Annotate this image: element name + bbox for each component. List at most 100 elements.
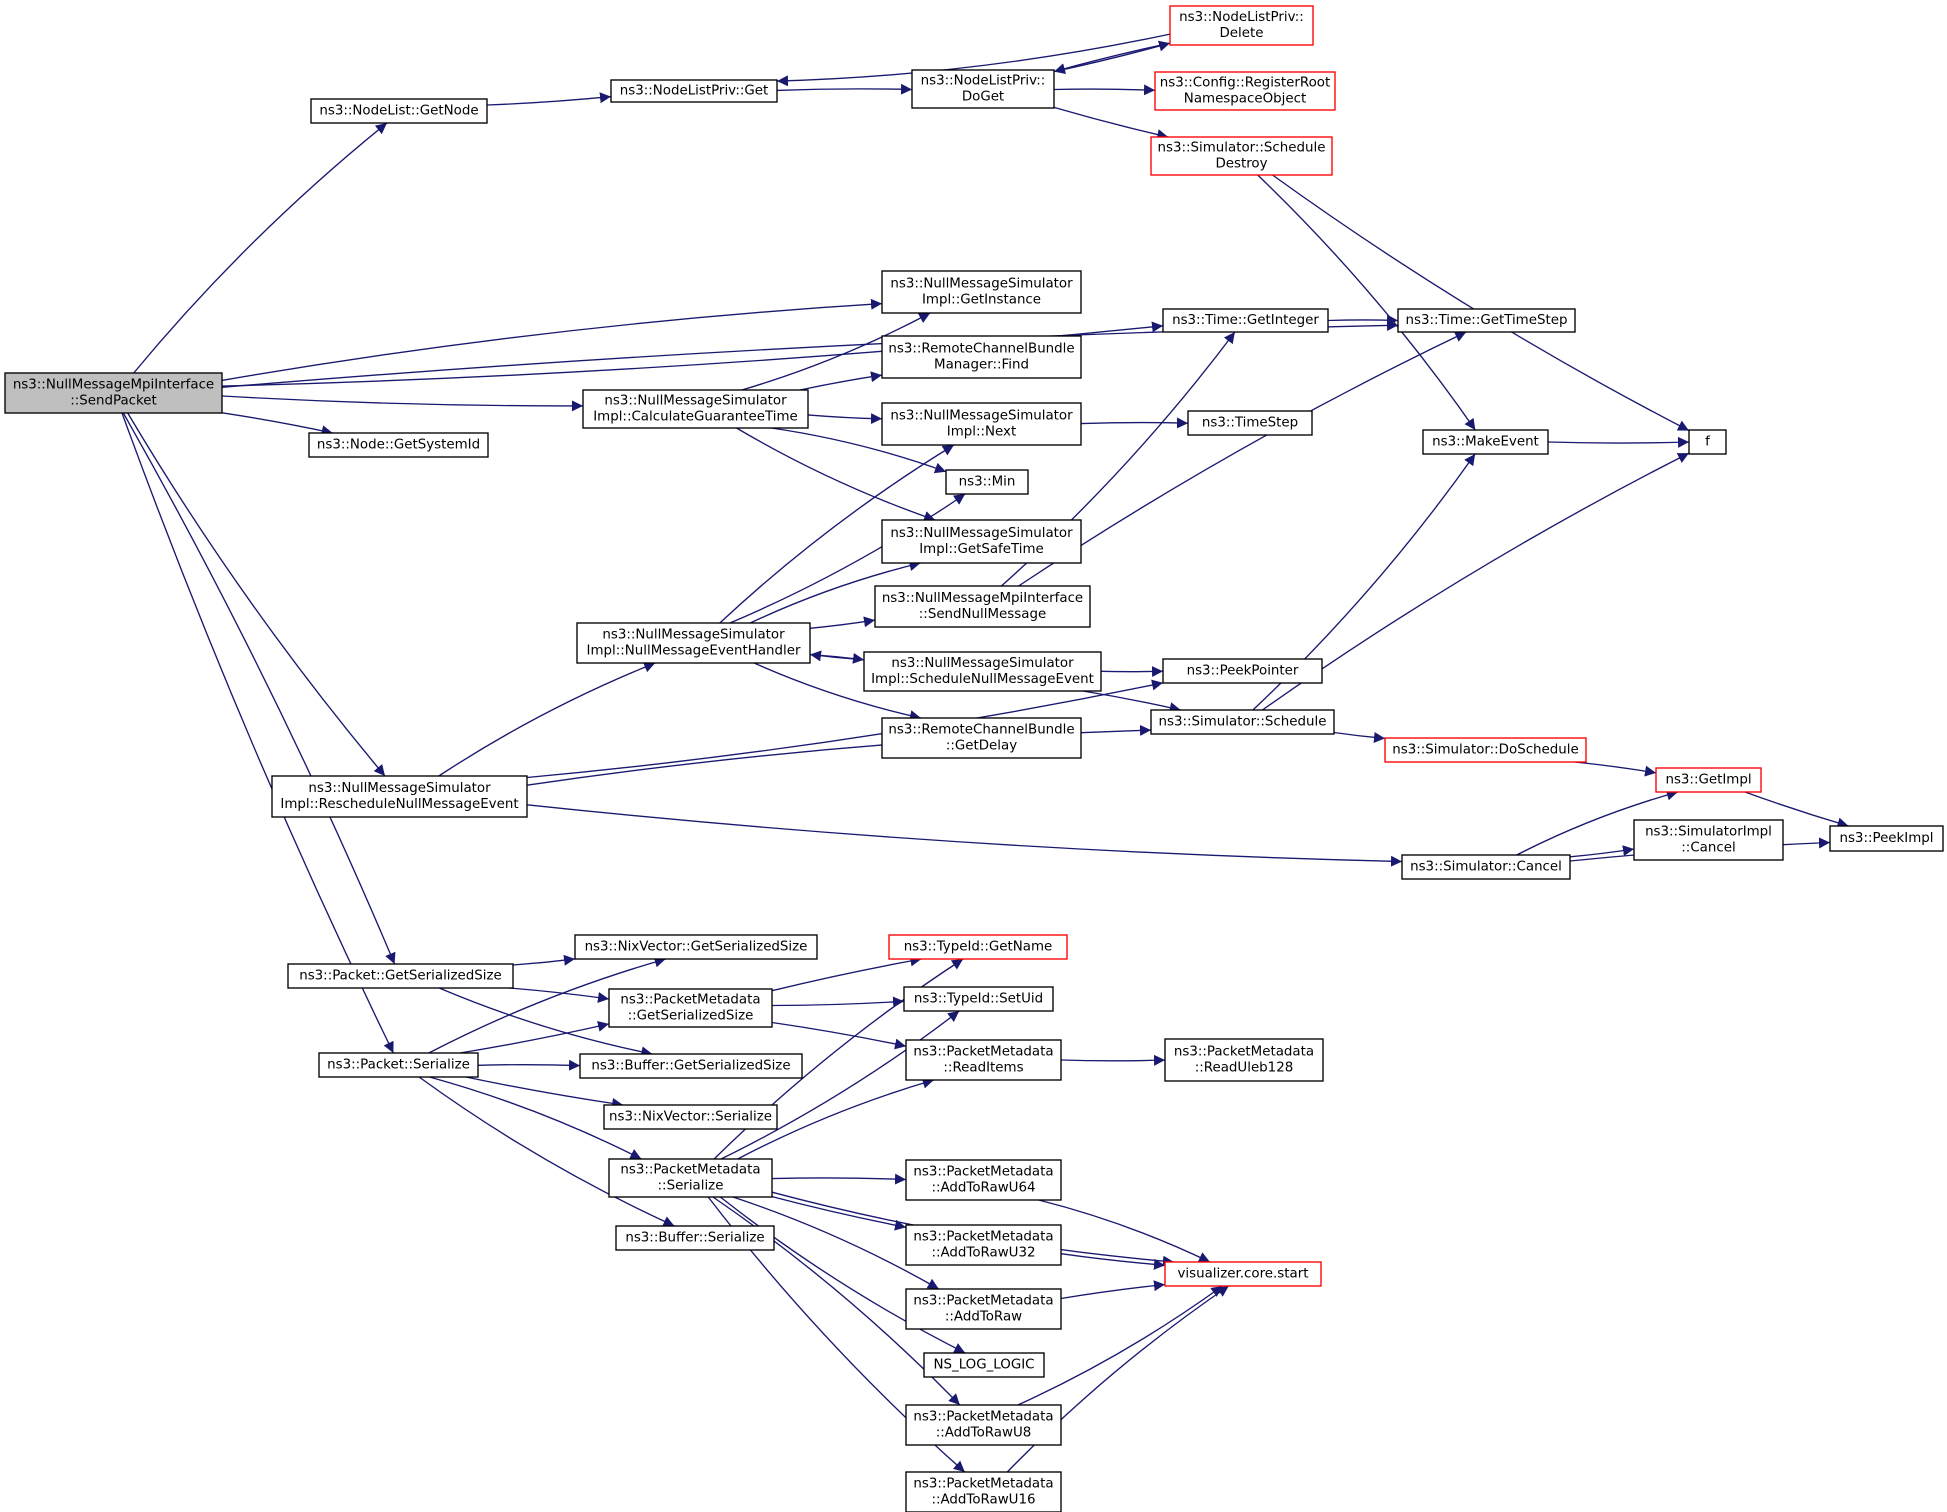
node-box-getsysid[interactable] xyxy=(308,432,489,458)
node-box-nixgetser[interactable] xyxy=(574,934,818,960)
node-pktgetser[interactable]: ns3::Packet::GetSerializedSize xyxy=(287,963,514,989)
node-box-simschedule[interactable] xyxy=(1150,709,1335,735)
node-box-min[interactable] xyxy=(945,469,1029,495)
node-getimpl[interactable]: ns3::GetImpl xyxy=(1655,767,1762,793)
node-box-timegetint[interactable] xyxy=(1162,308,1329,333)
node-sendnullmsg[interactable]: ns3::NullMessageMpiInterface::SendNullMe… xyxy=(874,585,1091,628)
node-box-pmaddu32[interactable] xyxy=(905,1224,1062,1266)
node-getinstance[interactable]: ns3::NullMessageSimulatorImpl::GetInstan… xyxy=(881,270,1082,314)
node-box-getsafetime[interactable] xyxy=(881,519,1082,564)
node-box-root[interactable] xyxy=(4,372,223,414)
node-pmserialize[interactable]: ns3::PacketMetadata::Serialize xyxy=(608,1158,773,1198)
node-nlpdoget[interactable]: ns3::NodeListPriv::DoGet xyxy=(911,69,1055,109)
node-simimplcancel[interactable]: ns3::SimulatorImpl::Cancel xyxy=(1633,819,1784,861)
node-box-doschedule[interactable] xyxy=(1384,737,1587,763)
node-box-resched[interactable] xyxy=(271,775,528,818)
node-pmreaditems[interactable]: ns3::PacketMetadata::ReadItems xyxy=(905,1039,1062,1081)
node-box-peekimpl[interactable] xyxy=(1829,825,1944,852)
node-bufgetser[interactable]: ns3::Buffer::GetSerializedSize xyxy=(579,1053,803,1079)
node-box-typeidgetname[interactable] xyxy=(888,934,1068,960)
node-doschedule[interactable]: ns3::Simulator::DoSchedule xyxy=(1384,737,1587,763)
node-makeevent[interactable]: ns3::MakeEvent xyxy=(1422,429,1549,455)
node-box-nlpdelete[interactable] xyxy=(1169,5,1314,46)
node-typeidgetname[interactable]: ns3::TypeId::GetName xyxy=(888,934,1068,960)
node-box-nlpdoget[interactable] xyxy=(911,69,1055,109)
node-box-pktgetser[interactable] xyxy=(287,963,514,989)
node-pmaddu32[interactable]: ns3::PacketMetadata::AddToRawU32 xyxy=(905,1224,1062,1266)
node-box-pmreaditems[interactable] xyxy=(905,1039,1062,1081)
node-pmaddu64[interactable]: ns3::PacketMetadata::AddToRawU64 xyxy=(905,1159,1062,1201)
node-timestep[interactable]: ns3::TimeStep xyxy=(1187,410,1313,436)
node-pmaddu8[interactable]: ns3::PacketMetadata::AddToRawU8 xyxy=(905,1404,1062,1446)
node-timegetint[interactable]: ns3::Time::GetInteger xyxy=(1162,308,1329,333)
node-typeidsetuid[interactable]: ns3::TypeId::SetUid xyxy=(903,986,1054,1012)
node-box-timegetstep[interactable] xyxy=(1397,308,1576,333)
node-box-pmaddu64[interactable] xyxy=(905,1159,1062,1201)
node-rcbgetdelay[interactable]: ns3::RemoteChannelBundle::GetDelay xyxy=(881,717,1082,759)
node-box-simimplcancel[interactable] xyxy=(1633,819,1784,861)
node-box-pmaddu16[interactable] xyxy=(905,1471,1062,1512)
node-box-nlpget[interactable] xyxy=(610,79,778,103)
node-box-f[interactable] xyxy=(1688,429,1727,455)
node-box-getnode[interactable] xyxy=(310,98,488,124)
node-box-pmreaduleb[interactable] xyxy=(1164,1038,1324,1082)
node-box-pmaddu8[interactable] xyxy=(905,1404,1062,1446)
node-box-pktserialize[interactable] xyxy=(318,1052,479,1078)
node-pmgetser[interactable]: ns3::PacketMetadata::GetSerializedSize xyxy=(608,988,773,1028)
node-pmaddraw[interactable]: ns3::PacketMetadata::AddToRaw xyxy=(905,1288,1062,1330)
node-box-timestep[interactable] xyxy=(1187,410,1313,436)
node-pktserialize[interactable]: ns3::Packet::Serialize xyxy=(318,1052,479,1078)
node-box-nslogic[interactable] xyxy=(923,1352,1045,1378)
node-timegetstep[interactable]: ns3::Time::GetTimeStep xyxy=(1397,308,1576,333)
node-vizstart[interactable]: visualizer.core.start xyxy=(1164,1261,1322,1287)
node-simcancel[interactable]: ns3::Simulator::Cancel xyxy=(1401,854,1571,880)
node-box-nmsnext[interactable] xyxy=(881,402,1082,446)
node-box-pmaddraw[interactable] xyxy=(905,1288,1062,1330)
node-root[interactable]: ns3::NullMessageMpiInterface::SendPacket xyxy=(4,372,223,414)
node-getsysid[interactable]: ns3::Node::GetSystemId xyxy=(308,432,489,458)
node-calcguar[interactable]: ns3::NullMessageSimulatorImpl::Calculate… xyxy=(582,389,809,429)
node-box-simcancel[interactable] xyxy=(1401,854,1571,880)
node-pmreaduleb[interactable]: ns3::PacketMetadata::ReadUleb128 xyxy=(1164,1038,1324,1082)
node-peekimpl[interactable]: ns3::PeekImpl xyxy=(1829,825,1944,852)
node-box-nmeventhandler[interactable] xyxy=(576,622,811,664)
node-pmaddu16[interactable]: ns3::PacketMetadata::AddToRawU16 xyxy=(905,1471,1062,1512)
node-nixserialize[interactable]: ns3::NixVector::Serialize xyxy=(603,1104,778,1130)
node-box-getimpl[interactable] xyxy=(1655,767,1762,793)
node-box-bufserialize[interactable] xyxy=(615,1225,775,1251)
node-min[interactable]: ns3::Min xyxy=(945,469,1029,495)
node-bufserialize[interactable]: ns3::Buffer::Serialize xyxy=(615,1225,775,1251)
node-nslogic[interactable]: NS_LOG_LOGIC xyxy=(923,1352,1045,1378)
node-nmeventhandler[interactable]: ns3::NullMessageSimulatorImpl::NullMessa… xyxy=(576,622,811,664)
node-peekptr[interactable]: ns3::PeekPointer xyxy=(1162,658,1323,684)
node-box-pmgetser[interactable] xyxy=(608,988,773,1028)
node-box-sendnullmsg[interactable] xyxy=(874,585,1091,628)
node-box-nixserialize[interactable] xyxy=(603,1104,778,1130)
node-nlpdelete[interactable]: ns3::NodeListPriv::Delete xyxy=(1169,5,1314,46)
node-box-schedestroy[interactable] xyxy=(1150,136,1333,176)
node-box-cfgreg[interactable] xyxy=(1154,71,1336,111)
node-box-vizstart[interactable] xyxy=(1164,1261,1322,1287)
node-nixgetser[interactable]: ns3::NixVector::GetSerializedSize xyxy=(574,934,818,960)
node-resched[interactable]: ns3::NullMessageSimulatorImpl::Reschedul… xyxy=(271,775,528,818)
node-box-getinstance[interactable] xyxy=(881,270,1082,314)
node-box-rcbfind[interactable] xyxy=(881,335,1082,379)
node-schednullmsg[interactable]: ns3::NullMessageSimulatorImpl::ScheduleN… xyxy=(863,651,1102,692)
node-box-peekptr[interactable] xyxy=(1162,658,1323,684)
node-simschedule[interactable]: ns3::Simulator::Schedule xyxy=(1150,709,1335,735)
node-box-schednullmsg[interactable] xyxy=(863,651,1102,692)
node-f[interactable]: f xyxy=(1688,429,1727,455)
node-box-makeevent[interactable] xyxy=(1422,429,1549,455)
node-getsafetime[interactable]: ns3::NullMessageSimulatorImpl::GetSafeTi… xyxy=(881,519,1082,564)
node-box-typeidsetuid[interactable] xyxy=(903,986,1054,1012)
node-getnode[interactable]: ns3::NodeList::GetNode xyxy=(310,98,488,124)
node-nlpget[interactable]: ns3::NodeListPriv::Get xyxy=(610,79,778,103)
node-box-bufgetser[interactable] xyxy=(579,1053,803,1079)
node-box-pmserialize[interactable] xyxy=(608,1158,773,1198)
node-box-rcbgetdelay[interactable] xyxy=(881,717,1082,759)
node-box-calcguar[interactable] xyxy=(582,389,809,429)
